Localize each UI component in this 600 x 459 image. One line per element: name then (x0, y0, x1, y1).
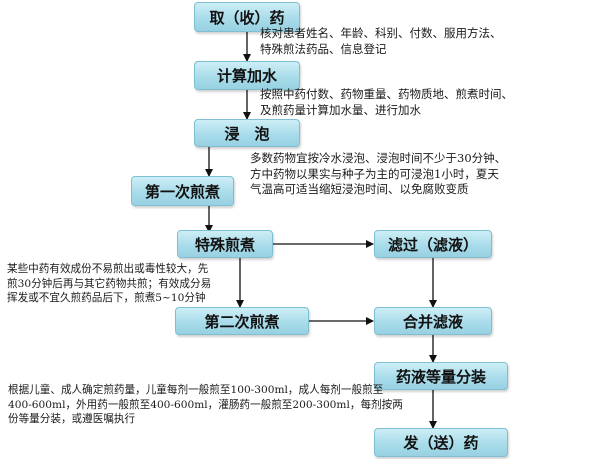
note-line: 400-600ml，外用药一般煎至400-600ml，灌肠药一般煎至200-30… (8, 398, 403, 411)
note-divide-portions: 根据儿童、成人确定煎药量，儿童每剂一般煎至100-300ml，成人每剂一般煎至 … (8, 383, 403, 427)
note-receive: 核对患者姓名、年龄、科别、付数、服用方法、 特殊煎法药品、信息登记 (260, 26, 502, 57)
step-first-decoction: 第一次煎煮 (131, 176, 234, 206)
note-line: 多数药物宜按冷水浸泡、浸泡时间不少于30分钟、 (250, 151, 507, 165)
step-receive-medicine: 取（收）药 (194, 2, 300, 32)
note-line: 某些中药有效成份不易煎出或毒性较大，先 (7, 263, 209, 275)
note-line: 份等量分装，或遵医嘱执行 (8, 413, 136, 425)
note-line: 根据儿童、成人确定煎药量，儿童每剂一般煎至100-300ml，成人每剂一般煎至 (8, 384, 384, 396)
step-calculate-water: 计算加水 (194, 61, 300, 90)
note-line: 方中药物以果实与种子为主的可浸泡1小时，夏天 (250, 166, 499, 181)
step-special-decoction: 特殊煎煮 (177, 230, 273, 258)
note-calculate-water: 按照中药付数、药物重量、药物质地、煎煮时间、 及煎药量计算加水量、进行加水 (260, 87, 513, 118)
note-line: 挥发或不宜久煎药品后下，煎煮5~10分钟 (7, 292, 206, 304)
note-line: 核对患者姓名、年龄、科别、付数、服用方法、 (260, 26, 502, 40)
note-soak: 多数药物宜按冷水浸泡、浸泡时间不少于30分钟、 方中药物以果实与种子为主的可浸泡… (250, 151, 506, 198)
step-divide-equal-portions: 药液等量分装 (374, 362, 508, 390)
note-line: 煎30分钟后再与其它药物共煎；有效成分易 (7, 277, 212, 290)
step-merge-filtrate: 合并滤液 (374, 307, 492, 335)
step-filter: 滤过（滤液） (374, 230, 492, 258)
note-line: 及煎药量计算加水量、进行加水 (260, 102, 421, 117)
note-line: 气温高可适当缩短浸泡时间、以免腐败变质 (250, 182, 469, 196)
note-line: 特殊煎法药品、信息登记 (260, 41, 387, 56)
note-line: 按照中药付数、药物重量、药物质地、煎煮时间、 (260, 87, 513, 101)
step-soak: 浸 泡 (194, 119, 300, 147)
note-special-decoction: 某些中药有效成份不易煎出或毒性较大，先 煎30分钟后再与其它药物共煎；有效成分易… (7, 262, 211, 306)
step-dispense-medicine: 发（送）药 (374, 428, 508, 457)
step-second-decoction: 第二次煎煮 (175, 307, 309, 335)
